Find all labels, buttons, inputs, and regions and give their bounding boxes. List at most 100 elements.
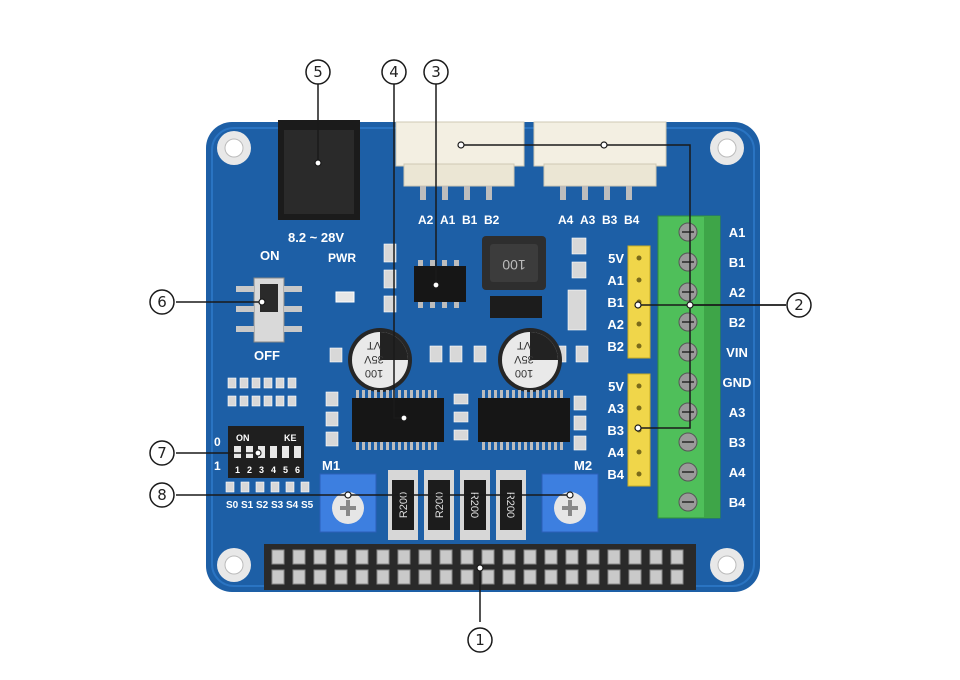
top-right-pin-a3: A3 — [580, 213, 596, 227]
top-left-pin-a2: A2 — [418, 213, 434, 227]
gpio-pin — [649, 569, 663, 585]
dip-num-3: 3 — [259, 465, 264, 475]
gpio-pin — [271, 549, 285, 565]
top-right-pin-b4: B4 — [624, 213, 640, 227]
cap-right-value: 100 — [515, 367, 533, 379]
callout-3-number: 3 — [431, 63, 441, 81]
callout-2-number: 2 — [794, 296, 804, 314]
gpio-pin — [439, 569, 453, 585]
motor-driver-ic-right — [478, 390, 570, 450]
gpio-pin — [271, 569, 285, 585]
terminal-a2: A2 — [729, 285, 746, 300]
header1-a2: A2 — [607, 317, 624, 332]
gpio-pin — [607, 569, 621, 585]
callout-8-number: 8 — [157, 486, 167, 504]
gpio-pin — [481, 569, 495, 585]
cap-right-voltage: 35V — [514, 353, 534, 365]
gpio-pin — [355, 549, 369, 565]
dip-s5: S5 — [301, 500, 314, 511]
cap-left-series: VT — [367, 339, 381, 351]
terminal-vin: VIN — [726, 345, 748, 360]
callout-5-number: 5 — [313, 63, 323, 81]
inductor-label: 100 — [502, 257, 526, 273]
dc-power-jack — [278, 120, 360, 220]
gpio-pin — [544, 549, 558, 565]
motor-connector-right — [533, 121, 667, 200]
gpio-pin — [397, 549, 411, 565]
callout-6: 6 — [149, 289, 175, 315]
gpio-pin — [292, 549, 306, 565]
terminal-b1: B1 — [729, 255, 746, 270]
header2-a4: A4 — [607, 445, 624, 460]
top-right-pin-b3: B3 — [602, 213, 618, 227]
gpio-pin — [565, 569, 579, 585]
resistor-3-label: R200 — [468, 492, 480, 518]
terminal-b4: B4 — [729, 495, 746, 510]
gpio-pin — [418, 549, 432, 565]
header2-b4: B4 — [607, 467, 624, 482]
gpio-pin — [649, 549, 663, 565]
dip-row-1: 1 — [214, 459, 221, 473]
power-inductor — [482, 236, 546, 290]
dip-levers — [234, 446, 301, 458]
gpio-pin — [502, 549, 516, 565]
smd-components — [225, 237, 589, 493]
dip-num-2: 2 — [247, 465, 252, 475]
pwr-led — [335, 291, 355, 303]
gpio-pin — [565, 549, 579, 565]
dip-num-1: 1 — [235, 465, 240, 475]
dip-s3: S3 — [271, 500, 284, 511]
header1-5v: 5V — [608, 251, 624, 266]
header1-a1: A1 — [607, 273, 624, 288]
switch-on-label: ON — [260, 248, 280, 263]
callout-7: 7 — [149, 440, 175, 466]
resistor-4-label: R200 — [504, 492, 516, 518]
top-left-pin-b2: B2 — [484, 213, 500, 227]
gpio-pin — [670, 569, 684, 585]
gpio-pin — [481, 549, 495, 565]
top-left-pin-a1: A1 — [440, 213, 456, 227]
gpio-pin — [460, 549, 474, 565]
motor-driver-ic-left — [352, 390, 444, 450]
dip-num-4: 4 — [271, 465, 276, 475]
cap-right-series: VT — [517, 339, 531, 351]
gpio-pin — [376, 549, 390, 565]
input-voltage-label: 8.2 ~ 28V — [288, 230, 344, 245]
callout-3: 3 — [423, 59, 449, 85]
mounting-holes — [217, 131, 744, 582]
callout-5: 5 — [305, 59, 331, 85]
gpio-pin — [418, 569, 432, 585]
diode — [490, 296, 542, 318]
callout-8: 8 — [149, 482, 175, 508]
gpio-pin — [460, 569, 474, 585]
header2-5v: 5V — [608, 379, 624, 394]
gpio-pin — [355, 569, 369, 585]
gpio-pin — [670, 549, 684, 565]
gpio-pin — [628, 569, 642, 585]
terminal-gnd: GND — [723, 375, 752, 390]
callout-1-number: 1 — [475, 631, 485, 649]
gpio-pin — [313, 569, 327, 585]
potentiometer-m1 — [319, 473, 377, 533]
gpio-pin — [586, 549, 600, 565]
m1-label: M1 — [322, 458, 340, 473]
header1-b1: B1 — [607, 295, 624, 310]
header2-b3: B3 — [607, 423, 624, 438]
electrolytic-capacitor-right — [498, 328, 562, 392]
gpio-pin — [334, 569, 348, 585]
dip-num-5: 5 — [283, 465, 288, 475]
cap-left-voltage: 35V — [364, 353, 384, 365]
switch-off-label: OFF — [254, 348, 280, 363]
gpio-pin — [544, 569, 558, 585]
gpio-pin — [607, 549, 621, 565]
callout-1: 1 — [467, 627, 493, 653]
dip-row-0: 0 — [214, 435, 221, 449]
resistor-2-label: R200 — [434, 492, 446, 518]
dip-s4: S4 — [286, 500, 299, 511]
power-switch — [236, 277, 302, 343]
m2-label: M2 — [574, 458, 592, 473]
controller-ic — [414, 260, 466, 308]
gpio-pin — [313, 549, 327, 565]
dip-num-6: 6 — [295, 465, 300, 475]
